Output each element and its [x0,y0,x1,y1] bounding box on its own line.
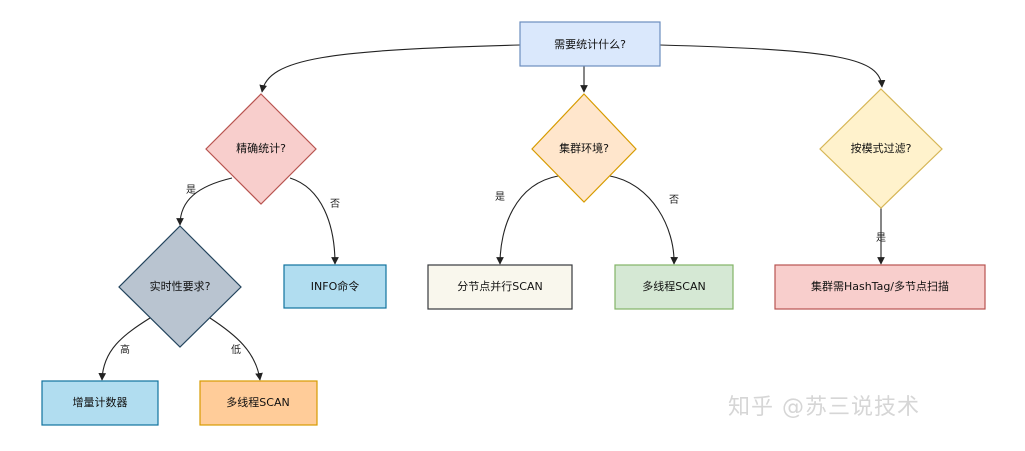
node-pattern-shape [819,88,943,209]
node-multithread-scan-cluster-shape [614,264,734,310]
node-multithread-scan-low: 多线程SCAN [199,380,318,426]
node-info-label: INFO命令 [311,279,359,293]
edge-label-cluster-yes: 是 [495,191,505,203]
edge-root-exact [259,44,521,93]
edge-labels: 是 否 是 否 是 高 低 [120,184,886,356]
edge-label-realtime-high: 高 [120,343,130,356]
node-cluster-label: 集群环境? [559,141,609,155]
node-multithread-scan-low-shape [199,380,318,426]
node-exact-label: 精确统计? [236,142,286,155]
edge-cluster-multithread [609,175,679,265]
node-multithread-scan-low-label: 多线程SCAN [226,395,289,409]
node-pattern: 按模式过滤? [819,88,943,209]
node-hashtag-shape [774,264,986,310]
edge-realtime-low [209,317,263,381]
node-realtime-shape [118,225,242,348]
edge-label-exact-no: 否 [330,198,340,210]
edge-exact-info [289,177,339,265]
node-root: 需要统计什么? [519,21,661,67]
watermark-text: 知乎 @苏三说技术 [728,395,920,420]
node-cluster: 集群环境? [531,93,637,203]
node-multithread-scan-cluster-label: 多线程SCAN [642,279,705,293]
node-counter-label: 增量计数器 [73,395,128,409]
node-parallel-scan-label: 分节点并行SCAN [457,279,542,293]
node-cluster-shape [531,93,637,203]
edges [98,44,886,381]
node-parallel-scan-shape [427,264,573,310]
node-exact-shape [205,93,317,205]
edge-cluster-parallel [496,175,559,265]
node-hashtag-label: 集群需HashTag/多节点扫描 [811,279,949,293]
node-realtime: 实时性要求? [118,225,242,348]
node-hashtag: 集群需HashTag/多节点扫描 [774,264,986,310]
edge-realtime-counter [98,317,151,381]
edge-root-pattern [659,44,886,88]
node-root-label: 需要统计什么? [554,38,626,51]
node-parallel-scan: 分节点并行SCAN [427,264,573,310]
node-counter-shape [41,380,159,426]
node-multithread-scan-cluster: 多线程SCAN [614,264,734,310]
node-root-shape [519,21,661,67]
node-pattern-label: 按模式过滤? [851,141,912,155]
edge-label-exact-yes: 是 [186,184,196,196]
node-info: INFO命令 [283,264,387,309]
node-realtime-label: 实时性要求? [150,279,211,293]
edge-label-cluster-no: 否 [669,194,679,206]
node-counter: 增量计数器 [41,380,159,426]
edge-label-realtime-low: 低 [231,343,241,356]
edge-exact-realtime [176,177,233,226]
node-info-shape [283,264,387,309]
node-exact: 精确统计? [205,93,317,205]
edge-label-pattern-yes: 是 [876,232,886,244]
